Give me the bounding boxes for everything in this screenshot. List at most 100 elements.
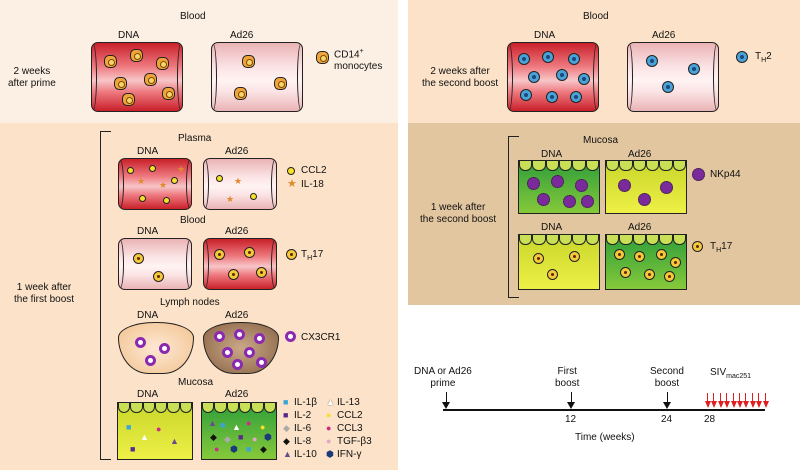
- cytokine-mark: ●: [214, 444, 220, 454]
- plasma-col-ad26: Ad26: [225, 146, 249, 157]
- right-top-time: 2 weeks after the second boost: [422, 66, 499, 89]
- arrow-prime: [446, 392, 447, 404]
- th17-cell: [133, 253, 144, 264]
- blood-vessel-ad26: [211, 42, 303, 112]
- th17-cell: [614, 249, 625, 260]
- monocyte: [104, 55, 117, 68]
- cytokine-mark: ●: [246, 418, 252, 428]
- th17-cell: [656, 249, 667, 260]
- right-mid-col-ad26: Ad26: [628, 149, 652, 160]
- blood-vessel-dna: [91, 42, 183, 112]
- bracket: [100, 131, 111, 460]
- cx3cr1-cell: [244, 347, 255, 358]
- blood-vessel-dna-th2: [507, 42, 599, 112]
- legend-il18: IL-18: [301, 179, 324, 190]
- th2-cell: [542, 51, 554, 63]
- il6-legend-icon: ◆: [283, 423, 290, 433]
- cx3cr1-cell: [135, 337, 146, 348]
- mucosa-col-dna: DNA: [137, 389, 159, 400]
- ccl2-dot: [250, 193, 257, 200]
- plasma-title: Plasma: [178, 133, 212, 144]
- tick-12: 12: [565, 414, 577, 425]
- right-top-title: Blood: [583, 11, 609, 22]
- monocyte: [242, 55, 255, 68]
- th2-cell: [568, 53, 580, 65]
- il18-star: ★: [234, 176, 243, 186]
- cytokine-mark: ◆: [224, 434, 231, 444]
- legend-th17: TH17: [301, 249, 324, 262]
- right-mid-title: Mucosa: [583, 135, 619, 146]
- tick-24: 24: [661, 414, 673, 425]
- th17-cell: [153, 271, 164, 282]
- nkp44-cell: [563, 195, 576, 208]
- cd14-monocyte-legend-icon: [316, 51, 329, 64]
- cx3cr1-cell: [232, 359, 243, 370]
- il10-legend-icon: ▲: [283, 449, 292, 459]
- ccl2-dot: [163, 197, 170, 204]
- legend-th2: TH2: [755, 51, 772, 64]
- ccl2-dot: [171, 177, 178, 184]
- cx3cr1-cell: [145, 355, 156, 366]
- mucosa-nkp44-dna: [518, 160, 600, 214]
- right-mid-col-ad26-2: Ad26: [628, 222, 652, 233]
- legend-il13: IL-13: [337, 397, 360, 408]
- nkp44-cell: [527, 177, 540, 190]
- monocyte: [130, 49, 143, 62]
- tick-28: 28: [704, 414, 716, 425]
- blood-col-dna: DNA: [137, 226, 159, 237]
- lymph-title: Lymph nodes: [160, 297, 220, 308]
- ccl2-dot: [216, 175, 223, 182]
- arrow-second: [667, 392, 668, 404]
- th17-cell: [634, 251, 645, 262]
- left-top-panel: [0, 0, 398, 123]
- mucosa-th17-ad26: [605, 234, 687, 290]
- arrow-second-head: [663, 402, 671, 409]
- lymph-node-dna: [118, 322, 194, 374]
- il13-legend-icon: ▲: [326, 397, 335, 407]
- th17-cell: [569, 251, 580, 262]
- ccl2-dot: [127, 167, 134, 174]
- th17-cell: [644, 269, 655, 280]
- legend-th17-right: TH17: [710, 241, 733, 254]
- left-top-col-ad26: Ad26: [230, 30, 254, 41]
- th2-cell: [662, 81, 674, 93]
- left-bottom-panel: [0, 123, 398, 470]
- cytokine-mark: ◆: [210, 432, 217, 442]
- il2-legend-icon: ■: [283, 410, 289, 420]
- monocyte: [162, 87, 175, 100]
- arrow-first: [571, 392, 572, 404]
- th17-cell: [214, 249, 225, 260]
- ccl2-legend-icon: [287, 167, 295, 175]
- legend-il6: IL-6: [294, 423, 312, 434]
- right-mid-col-dna-2: DNA: [541, 222, 563, 233]
- left-top-title: Blood: [180, 11, 206, 22]
- cytokine-mark: ■: [130, 444, 136, 454]
- cytokine-mark: ■: [220, 420, 226, 430]
- arrow-prime-head: [442, 402, 450, 409]
- th2-cell: [688, 63, 700, 75]
- right-top-panel: [408, 0, 800, 123]
- legend-il10: IL-10: [294, 449, 317, 460]
- th17-legend-icon: [286, 249, 297, 260]
- th17-cell: [244, 247, 255, 258]
- mucosa-title: Mucosa: [178, 377, 214, 388]
- timeline-axis: [443, 409, 765, 411]
- cytokine-mark: ▲: [140, 432, 149, 442]
- cx3cr1-cell: [254, 333, 265, 344]
- mucosa-tissue-ad26: ▲ ■ ▲ ● ● ◆ ◆ ■ ● ⬢ ● ⬢ ■ ◆: [201, 402, 277, 460]
- th17-cell: [533, 253, 544, 264]
- il8-legend-icon: ◆: [283, 436, 290, 446]
- plasma-vessel-dna: ★ ★ ★: [118, 158, 192, 210]
- right-bracket: [508, 136, 519, 298]
- il1b-legend-icon: ■: [283, 397, 289, 407]
- mucosa-th17-dna: [518, 234, 600, 290]
- legend-ccl2-mucosa: CCL2: [337, 410, 363, 421]
- th2-cell: [546, 91, 558, 103]
- siv-challenge-arrows: [704, 393, 769, 409]
- monocyte: [156, 57, 169, 70]
- legend-il8: IL-8: [294, 436, 312, 447]
- legend-tgfb3: TGF-β3: [337, 436, 372, 447]
- timeline-first-boost: First boost: [555, 366, 580, 389]
- cytokine-mark: ●: [260, 422, 266, 432]
- cytokine-mark: ▲: [232, 422, 241, 432]
